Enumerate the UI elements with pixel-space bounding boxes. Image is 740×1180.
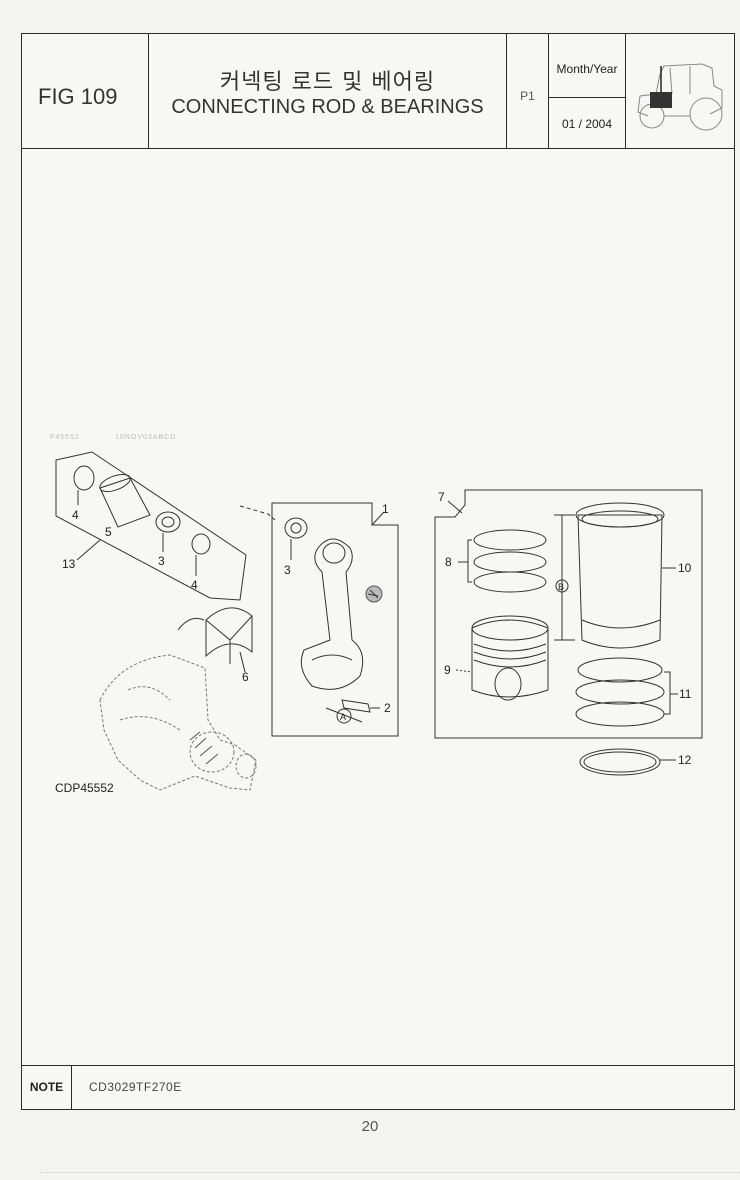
cylinder-liner-10 (577, 514, 663, 649)
page-frame: FIG 109 커넥팅 로드 및 베어링 CONNECTING ROD & BE… (21, 33, 735, 1110)
page-code: P1 (520, 89, 535, 103)
callout-8: 8 (445, 555, 452, 569)
callout-4b: 4 (191, 578, 198, 592)
title-english: CONNECTING ROD & BEARINGS (171, 96, 484, 118)
callout-6: 6 (242, 670, 249, 684)
callout-5: 5 (105, 525, 112, 539)
callout-7: 7 (438, 490, 445, 504)
connecting-rod-panel (271, 502, 399, 737)
fig-number: FIG 109 (38, 84, 118, 109)
bushing-3a (155, 511, 181, 533)
drawing-code: CDP45552 (55, 781, 114, 795)
piston-ring-8c (473, 571, 547, 593)
bushing-3b (284, 517, 308, 539)
callout-1: 1 (382, 502, 389, 516)
crankshaft-outline (99, 654, 257, 791)
date-label: Month/Year (556, 62, 618, 76)
rod-bolt-2 (341, 699, 371, 713)
note-text: CD3029TF270E (89, 1080, 182, 1094)
title-korean: 커넥팅 로드 및 베어링 (219, 70, 436, 95)
tractor-icon (637, 63, 723, 131)
marker-b-circle (555, 579, 569, 593)
page-number: 20 (361, 1118, 379, 1135)
connecting-rod (300, 538, 364, 690)
o-ring-11b (575, 679, 665, 705)
piston-9 (471, 619, 549, 698)
marker-a-label: A (340, 712, 346, 722)
title-cell: 커넥팅 로드 및 베어링 CONNECTING ROD & BEARINGS (149, 34, 507, 148)
seal-ring-12 (579, 748, 661, 776)
piston-ring-8a (473, 529, 547, 551)
date-label-box: Month/Year (549, 34, 625, 98)
footer-note-row: NOTE CD3029TF270E (22, 1065, 734, 1109)
piston-liner-panel (434, 489, 703, 739)
callout-12: 12 (678, 753, 692, 767)
header-table: FIG 109 커넥팅 로드 및 베어링 CONNECTING ROD & BE… (22, 34, 734, 149)
note-label: NOTE (22, 1066, 72, 1109)
icon-cell (626, 34, 734, 148)
o-ring-11c (575, 701, 665, 727)
marker-b-label: B (558, 582, 564, 592)
marker-a-circle (336, 708, 352, 724)
callout-3a: 3 (158, 554, 165, 568)
callout-4a: 4 (72, 508, 79, 522)
pin-group-panel (55, 451, 247, 601)
o-ring-11a (577, 657, 663, 683)
piston-ring-8b (473, 551, 547, 573)
callout-2: 2 (384, 701, 391, 715)
fig-cell: FIG 109 (22, 34, 149, 148)
piston-pin-5 (99, 477, 151, 528)
faint-reference-text: F45552 10NOV03ABCD (50, 434, 177, 441)
callout-10: 10 (678, 561, 692, 575)
page-cell: P1 (507, 34, 549, 148)
date-cell: Month/Year 01 / 2004 (549, 34, 626, 148)
callout-3b: 3 (284, 563, 291, 577)
bearing-shell-6 (205, 607, 253, 658)
bottom-scan-line (40, 1172, 740, 1173)
snap-ring-4b (191, 533, 211, 555)
callout-9: 9 (444, 663, 451, 677)
callout-11: 11 (679, 687, 692, 701)
date-value: 01 / 2004 (561, 117, 613, 131)
snap-ring-4a (73, 465, 95, 491)
callout-13: 13 (62, 557, 76, 571)
